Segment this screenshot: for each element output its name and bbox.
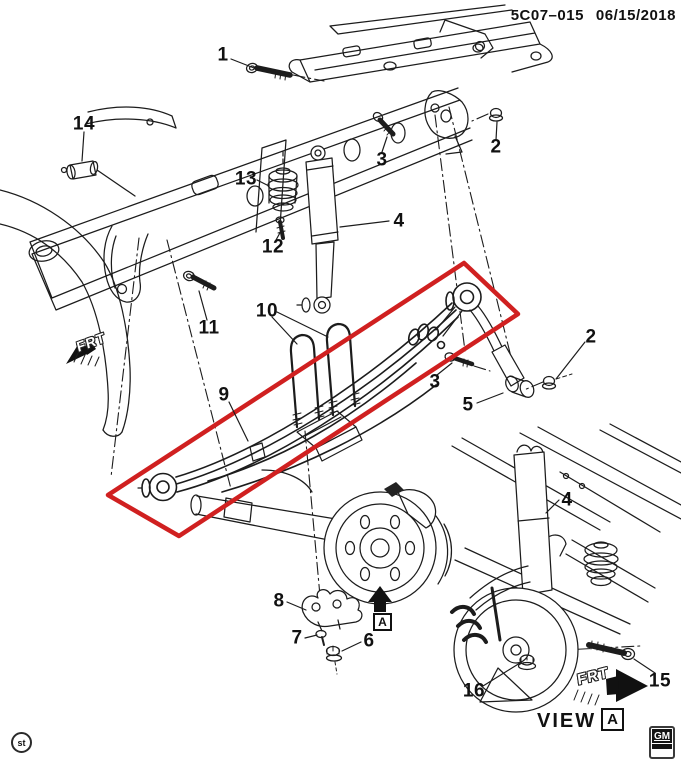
leaf-spring-drawing <box>137 282 482 502</box>
upper-bracket-drawing <box>424 90 469 155</box>
leader-lines <box>81 58 656 687</box>
view-a-drawing <box>450 423 681 713</box>
gm-logo-strip <box>652 744 672 749</box>
shackle-drawing <box>469 305 535 398</box>
callout-3-upper: 3 <box>376 149 388 171</box>
up-arrow-icon <box>368 586 392 612</box>
callout-9: 9 <box>218 384 230 406</box>
crossmember-drawing <box>288 4 553 83</box>
callout-7: 7 <box>291 627 303 649</box>
view-ref-box: A <box>601 708 624 731</box>
callout-4-view: 4 <box>561 489 573 511</box>
axle-drum-drawing <box>190 469 453 605</box>
callout-5: 5 <box>462 394 474 416</box>
title-block: 5C07–015 06/15/2018 <box>511 7 676 24</box>
callout-16: 16 <box>462 680 486 702</box>
callout-11: 11 <box>198 317 220 339</box>
frt-front-arrow-icon <box>66 343 100 367</box>
callout-6: 6 <box>363 630 375 652</box>
bumper-drawing <box>267 151 299 240</box>
shock-main-drawing <box>296 145 339 314</box>
direction-ref-box: A <box>373 613 392 631</box>
callout-10: 10 <box>255 300 279 322</box>
callout-8: 8 <box>273 590 285 612</box>
callout-1: 1 <box>217 44 229 66</box>
callout-15: 15 <box>648 670 672 692</box>
drawing-number: 5C07–015 <box>510 7 584 24</box>
st-stamp: st <box>11 732 32 753</box>
frt-view-arrow-icon <box>573 669 648 706</box>
callout-2-shackle: 2 <box>585 326 597 348</box>
callout-4-main: 4 <box>393 210 405 232</box>
drawing-date: 06/15/2018 <box>595 7 676 24</box>
callout-13: 13 <box>234 168 258 190</box>
callout-2-upper: 2 <box>490 136 502 158</box>
gm-logo-text: GM <box>652 729 672 743</box>
callout-3-shackle: 3 <box>429 371 441 393</box>
left-frame-drawing <box>0 106 177 437</box>
highlight-box <box>105 260 521 539</box>
frame-rail-drawing <box>29 87 473 311</box>
bracket8-drawing <box>301 589 363 675</box>
gm-logo: GM <box>649 726 675 759</box>
u-bolt-drawing <box>289 322 361 429</box>
view-label: VIEW <box>537 710 597 732</box>
fasteners-drawing <box>60 62 573 390</box>
callout-14: 14 <box>72 113 96 135</box>
callout-12: 12 <box>261 236 285 258</box>
